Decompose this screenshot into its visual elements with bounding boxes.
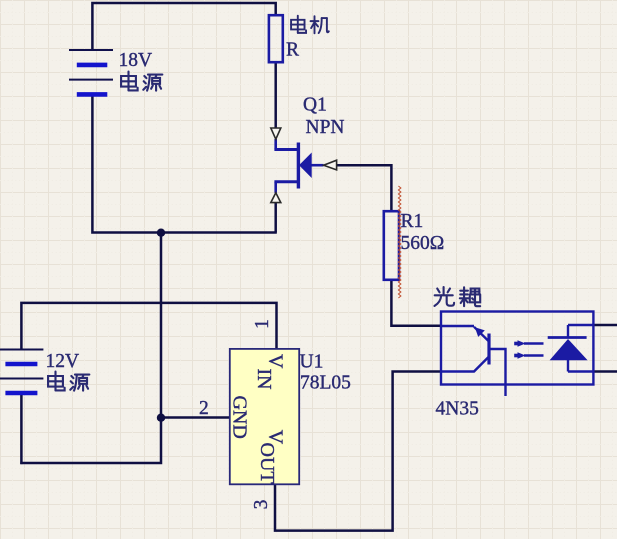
svg-text:OUT: OUT — [256, 443, 278, 484]
svg-text:V: V — [265, 430, 287, 445]
svg-text:2: 2 — [199, 398, 209, 419]
svg-text:18V: 18V — [119, 50, 153, 71]
svg-text:Q1: Q1 — [303, 95, 327, 116]
svg-text:V: V — [265, 354, 287, 369]
svg-text:12V: 12V — [46, 351, 80, 372]
svg-text:R: R — [286, 40, 299, 61]
svg-text:4N35: 4N35 — [436, 399, 479, 420]
svg-text:GND: GND — [229, 396, 251, 439]
svg-text:3: 3 — [251, 500, 272, 510]
svg-text:U1: U1 — [300, 352, 324, 373]
svg-text:NPN: NPN — [306, 117, 345, 138]
svg-text:IN: IN — [253, 369, 275, 390]
svg-text:560Ω: 560Ω — [401, 233, 445, 254]
svg-text:R1: R1 — [401, 211, 424, 232]
svg-text:1: 1 — [252, 319, 273, 329]
svg-text:78L05: 78L05 — [300, 373, 351, 394]
